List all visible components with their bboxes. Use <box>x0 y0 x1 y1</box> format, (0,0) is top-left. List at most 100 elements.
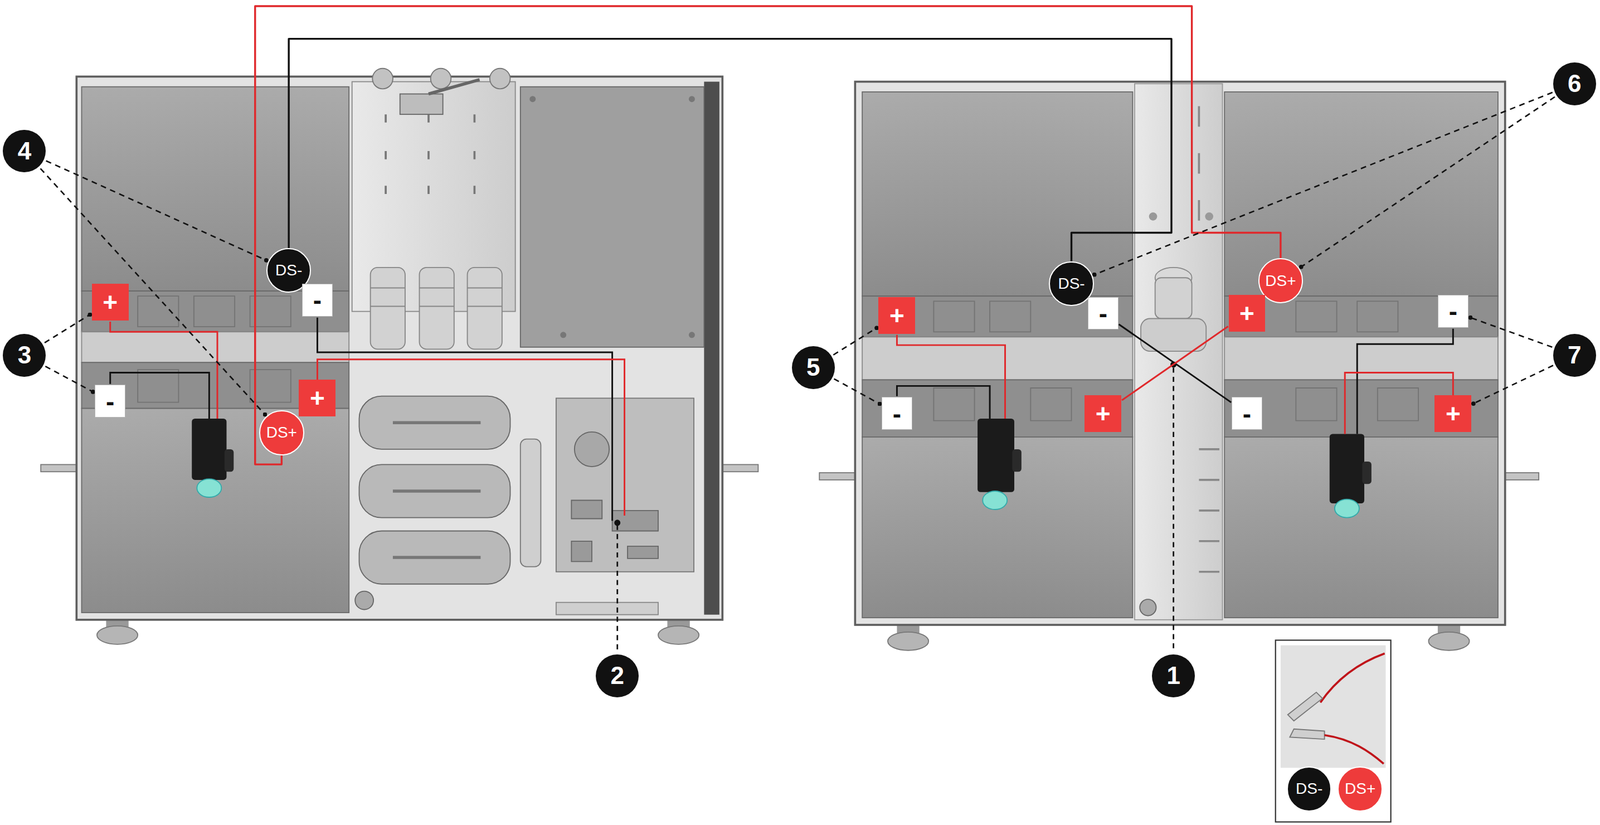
screw <box>688 95 695 102</box>
battery-notches <box>933 387 1072 421</box>
screw <box>1204 212 1214 221</box>
center-column <box>1134 83 1223 620</box>
cable-glands <box>370 267 503 350</box>
positive-terminal: + <box>298 379 336 417</box>
screw <box>1139 599 1156 616</box>
battery-wiring <box>110 317 1454 522</box>
callout-number: 1 <box>1151 654 1195 698</box>
positive-terminal: + <box>91 283 129 321</box>
foot <box>96 625 138 645</box>
cover-plate <box>520 86 705 348</box>
negative-terminal: - <box>881 396 913 430</box>
connector-led <box>982 490 1008 510</box>
ds-minus-terminal: DS- <box>1286 766 1332 812</box>
terminal-label: DS+ <box>266 424 298 441</box>
battery-gap <box>81 331 349 363</box>
foot <box>1428 631 1470 651</box>
leader-line <box>616 524 619 649</box>
inset-frame <box>1275 639 1392 822</box>
negative-terminal: - <box>1437 294 1469 328</box>
cable-gland <box>419 267 455 350</box>
battery-connector <box>224 449 234 472</box>
side-tab <box>819 472 859 480</box>
callout-number: 6 <box>1553 62 1597 106</box>
cabinet-frame <box>76 76 723 620</box>
ds-minus-terminal: DS- <box>1048 261 1094 307</box>
callout-number: 5 <box>791 346 835 389</box>
foot <box>887 631 929 651</box>
battery-notches <box>137 295 291 327</box>
cable-entry <box>489 68 511 90</box>
negative-terminal: - <box>94 384 126 418</box>
terminal-label: - <box>105 388 115 415</box>
cabinet-frame <box>854 81 1505 625</box>
battery <box>862 91 1133 296</box>
negative-terminal: - <box>302 283 333 317</box>
leader-line <box>44 314 90 343</box>
door-switch-lever <box>428 79 480 95</box>
terminal-label: DS- <box>1057 275 1085 292</box>
callout-number: 2 <box>595 654 639 698</box>
terminal-label: - <box>313 287 322 313</box>
callout-text: 1 <box>1166 663 1180 688</box>
positive-terminal: + <box>1434 395 1472 432</box>
connector-led <box>196 478 222 498</box>
screw <box>688 331 695 338</box>
clip-inset <box>1275 639 1392 822</box>
gland-ribs <box>370 288 503 307</box>
battery-connector <box>191 418 227 480</box>
battery <box>81 408 349 613</box>
leader-dot <box>614 519 621 526</box>
terminal-label: DS+ <box>1344 780 1376 797</box>
clip-wire <box>1324 735 1384 764</box>
side-tab <box>719 464 759 472</box>
battery-link-wire <box>1121 326 1229 401</box>
battery-top <box>1224 379 1499 437</box>
callout-text: 7 <box>1567 342 1582 368</box>
positive-terminal: + <box>1228 294 1266 332</box>
battery-link-wire <box>1119 324 1232 403</box>
terminal-label: + <box>1445 400 1461 427</box>
battery-connector <box>1362 461 1371 484</box>
leader-line <box>46 160 267 261</box>
connector-led <box>1334 499 1360 518</box>
callout-number: 4 <box>2 129 46 173</box>
cable-gland <box>467 267 503 350</box>
screw <box>1149 212 1158 221</box>
callout-text: 3 <box>17 342 32 368</box>
callout-number: 3 <box>2 333 46 377</box>
leader-line <box>1172 367 1175 650</box>
cable-entry <box>372 68 393 90</box>
terminal-label: DS+ <box>1265 273 1296 289</box>
negative-terminal: - <box>1231 396 1263 430</box>
positive-terminal: + <box>878 297 916 334</box>
inset-photo <box>1280 645 1386 768</box>
battery-connector <box>977 418 1015 493</box>
terminal-label: - <box>1098 300 1108 327</box>
terminal-label: - <box>1448 298 1458 324</box>
battery-top <box>862 295 1133 337</box>
side-tab <box>40 464 80 472</box>
left-cabinet <box>40 68 758 645</box>
terminal-label: + <box>889 302 905 329</box>
ds-plus-terminal: DS+ <box>1337 766 1383 812</box>
base-plate <box>556 602 659 615</box>
ds-wire <box>288 39 1172 262</box>
callout-text: 2 <box>610 663 625 688</box>
board-parts <box>571 500 659 562</box>
negative-terminal: - <box>1087 297 1119 330</box>
battery-connector <box>1012 449 1021 472</box>
battery-notches <box>1295 300 1398 332</box>
leader-lines <box>614 361 1177 650</box>
screw <box>354 591 374 610</box>
terminal-label: + <box>1095 400 1111 427</box>
callout-text: 5 <box>806 354 820 380</box>
battery-top <box>1224 295 1499 337</box>
test-clip <box>1289 728 1325 739</box>
cable-gland <box>1155 277 1193 319</box>
wire-red <box>317 359 625 516</box>
board-battery <box>574 431 610 467</box>
wire-black <box>317 317 612 522</box>
